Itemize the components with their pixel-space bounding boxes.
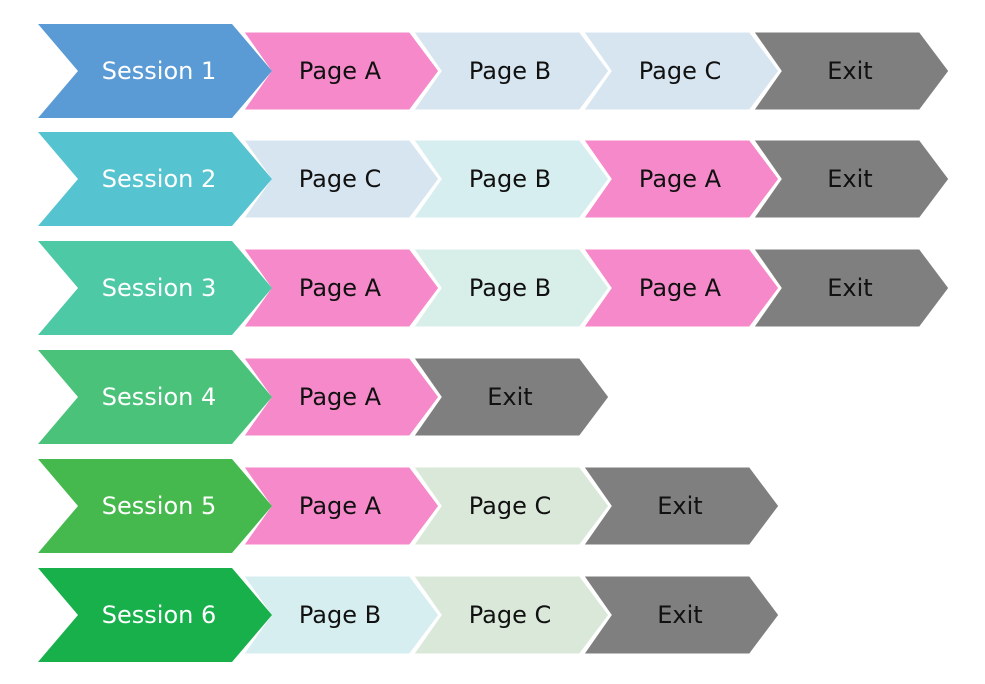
page-c-step-chevron: Page C bbox=[409, 573, 612, 657]
step-label: Page B bbox=[469, 274, 551, 302]
step-label: Page C bbox=[469, 492, 552, 520]
session-chevron-4: Session 4 bbox=[38, 350, 272, 444]
session-row-6: Page B Page C Exit Session 6 bbox=[38, 568, 782, 662]
session-steps-3: Page A Page B Page A Exit bbox=[239, 246, 952, 330]
step-chevron-shape bbox=[579, 464, 782, 548]
page-a-step-chevron: Page A bbox=[239, 355, 442, 439]
session-label: Session 4 bbox=[102, 383, 216, 411]
session-chevron-shape bbox=[38, 350, 272, 444]
exit-step-chevron: Exit bbox=[749, 246, 952, 330]
page-a-step-chevron: Page A bbox=[239, 464, 442, 548]
session-chevron-shape bbox=[38, 459, 272, 553]
step-label: Page C bbox=[469, 601, 552, 629]
step-label: Page A bbox=[639, 165, 722, 193]
page-c-step-chevron: Page C bbox=[409, 464, 612, 548]
step-label: Exit bbox=[487, 383, 532, 411]
step-label: Page A bbox=[299, 492, 382, 520]
session-chevron-2: Session 2 bbox=[38, 132, 272, 226]
exit-step-chevron: Exit bbox=[749, 29, 952, 113]
page-c-step-chevron: Page C bbox=[239, 137, 442, 221]
step-chevron-shape bbox=[409, 246, 612, 330]
session-steps-6: Page B Page C Exit bbox=[239, 573, 782, 657]
step-label: Page C bbox=[639, 57, 722, 85]
step-chevron-shape bbox=[749, 137, 952, 221]
session-chevron-1: Session 1 bbox=[38, 24, 272, 118]
step-chevron-shape bbox=[579, 29, 782, 113]
session-row-2: Page C Page B Page A Exit Session 2 bbox=[38, 132, 952, 226]
session-label: Session 5 bbox=[102, 492, 216, 520]
session-chevron-3: Session 3 bbox=[38, 241, 272, 335]
session-steps-5: Page A Page C Exit bbox=[239, 464, 782, 548]
page-b-step-chevron: Page B bbox=[409, 246, 612, 330]
step-chevron-shape bbox=[409, 573, 612, 657]
session-label: Session 1 bbox=[102, 57, 216, 85]
step-chevron-shape bbox=[579, 137, 782, 221]
step-label: Exit bbox=[827, 57, 872, 85]
step-label: Page A bbox=[639, 274, 722, 302]
step-label: Page A bbox=[299, 57, 382, 85]
exit-step-chevron: Exit bbox=[749, 137, 952, 221]
step-chevron-shape bbox=[409, 464, 612, 548]
session-steps-2: Page C Page B Page A Exit bbox=[239, 137, 952, 221]
session-row-5: Page A Page C Exit Session 5 bbox=[38, 459, 782, 553]
session-steps-1: Page A Page B Page C Exit bbox=[239, 29, 952, 113]
session-chevron-shape bbox=[38, 568, 272, 662]
step-label: Page A bbox=[299, 274, 382, 302]
exit-step-chevron: Exit bbox=[579, 573, 782, 657]
step-chevron-shape bbox=[579, 246, 782, 330]
session-steps-4: Page A Exit bbox=[239, 355, 612, 439]
session-chevron-shape bbox=[38, 132, 272, 226]
step-chevron-shape bbox=[409, 29, 612, 113]
session-chevron-shape bbox=[38, 241, 272, 335]
step-label: Page B bbox=[469, 165, 551, 193]
step-chevron-shape bbox=[749, 246, 952, 330]
session-label: Session 2 bbox=[102, 165, 216, 193]
step-label: Exit bbox=[827, 165, 872, 193]
exit-step-chevron: Exit bbox=[409, 355, 612, 439]
step-label: Exit bbox=[657, 601, 702, 629]
session-row-1: Page A Page B Page C Exit Session 1 bbox=[38, 24, 952, 118]
step-chevron-shape bbox=[749, 29, 952, 113]
session-chevron-6: Session 6 bbox=[38, 568, 272, 662]
session-chevron-5: Session 5 bbox=[38, 459, 272, 553]
session-chevron-shape bbox=[38, 24, 272, 118]
step-chevron-shape bbox=[409, 137, 612, 221]
session-label: Session 6 bbox=[102, 601, 216, 629]
page-b-step-chevron: Page B bbox=[409, 137, 612, 221]
page-a-step-chevron: Page A bbox=[579, 137, 782, 221]
step-chevron-shape bbox=[579, 573, 782, 657]
step-label: Page A bbox=[299, 383, 382, 411]
step-chevron-shape bbox=[409, 355, 612, 439]
step-label: Page B bbox=[299, 601, 381, 629]
step-label: Exit bbox=[657, 492, 702, 520]
session-row-4: Page A Exit Session 4 bbox=[38, 350, 612, 444]
step-label: Page B bbox=[469, 57, 551, 85]
page-c-step-chevron: Page C bbox=[579, 29, 782, 113]
step-label: Page C bbox=[299, 165, 382, 193]
step-label: Exit bbox=[827, 274, 872, 302]
session-label: Session 3 bbox=[102, 274, 216, 302]
page-a-step-chevron: Page A bbox=[579, 246, 782, 330]
exit-step-chevron: Exit bbox=[579, 464, 782, 548]
page-b-step-chevron: Page B bbox=[409, 29, 612, 113]
page-a-step-chevron: Page A bbox=[239, 29, 442, 113]
session-row-3: Page A Page B Page A Exit Session 3 bbox=[38, 241, 952, 335]
